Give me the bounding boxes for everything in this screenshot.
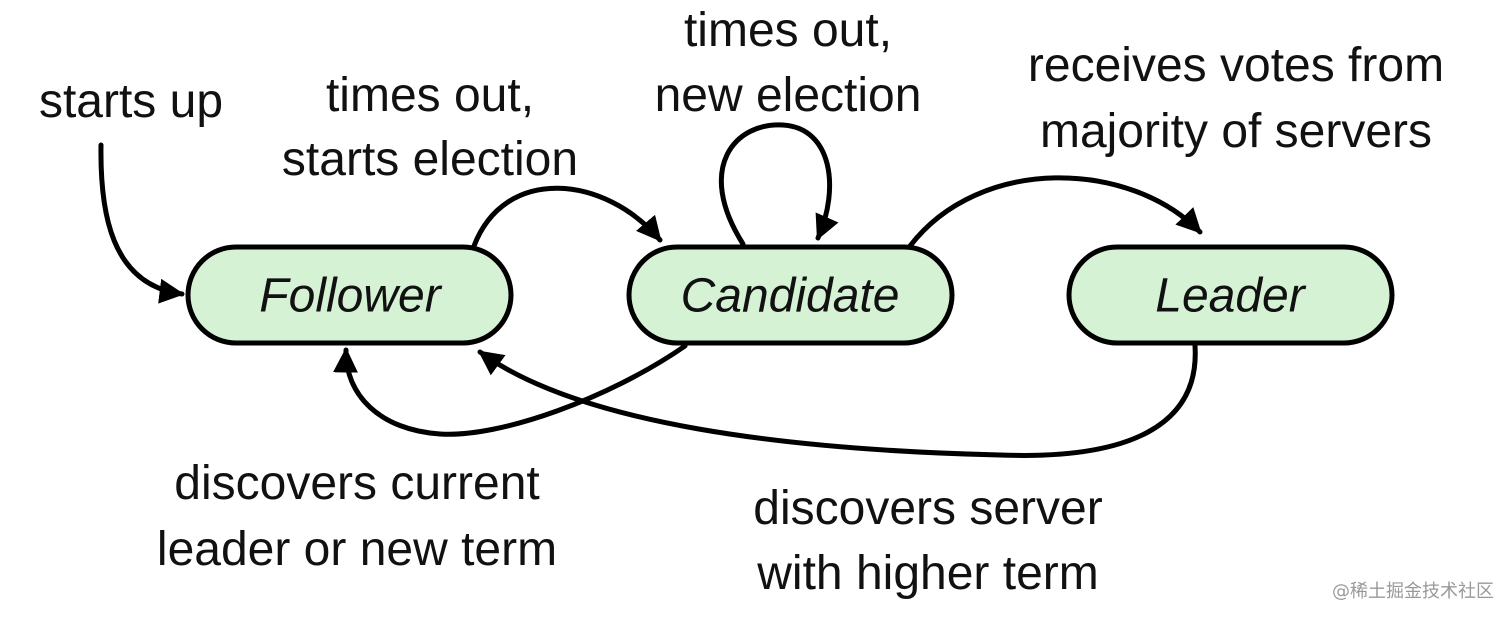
edge-start <box>98 142 185 304</box>
edge-leader-to-follower <box>477 343 1198 458</box>
label-starts-up: starts up <box>39 75 223 128</box>
edge-follower-to-candidate <box>471 185 663 249</box>
label-leader-to-follower-1: discovers server <box>753 482 1102 535</box>
state-candidate: Candidate <box>626 244 955 346</box>
state-follower-label: Follower <box>259 270 442 323</box>
label-self-loop-2: new election <box>655 69 922 122</box>
label-self-loop-1: times out, <box>684 4 892 57</box>
watermark: @稀土掘金技术社区 <box>1332 581 1494 602</box>
state-leader-label: Leader <box>1155 270 1306 323</box>
edge-candidate-to-leader <box>907 175 1203 249</box>
state-candidate-label: Candidate <box>681 270 900 323</box>
label-candidate-to-follower-1: discovers current <box>174 457 539 510</box>
label-candidate-to-leader-1: receives votes from <box>1028 39 1444 92</box>
label-candidate-to-follower-2: leader or new term <box>157 523 557 576</box>
label-candidate-to-leader-2: majority of servers <box>1040 105 1432 158</box>
label-leader-to-follower-2: with higher term <box>756 547 1098 600</box>
edge-candidate-to-follower <box>333 343 688 437</box>
edge-candidate-self-loop <box>718 122 839 247</box>
label-follower-to-candidate-1: times out, <box>326 69 534 122</box>
label-follower-to-candidate-2: starts election <box>282 133 578 186</box>
state-follower: Follower <box>185 244 514 346</box>
state-leader: Leader <box>1066 244 1395 346</box>
